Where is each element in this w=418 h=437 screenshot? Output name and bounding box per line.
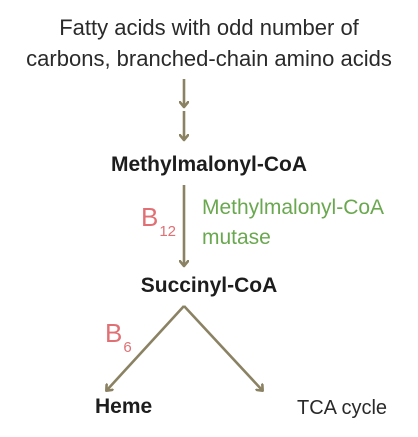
enzyme-label: Methylmalonyl-CoA mutase — [202, 193, 384, 253]
vitamin-b12-cofactor: B12 — [141, 202, 176, 240]
heme-node: Heme — [95, 395, 153, 418]
b12-letter: B — [141, 202, 159, 232]
b12-number: 12 — [159, 223, 177, 240]
tca-arrow — [183, 305, 262, 390]
tca-cycle-node: TCA cycle — [297, 397, 388, 419]
enzyme-line-1: Methylmalonyl-CoA — [202, 196, 385, 219]
b6-number: 6 — [123, 339, 132, 356]
b6-letter: B — [105, 318, 123, 348]
methylmalonyl-coa-node: Methylmalonyl-CoA — [110, 153, 308, 176]
source-line-2: carbons, branched-chain amino acids — [26, 46, 392, 71]
enzyme-line-2: mutase — [202, 226, 271, 249]
heme-arrow — [107, 305, 185, 390]
vitamin-b6-cofactor: B6 — [105, 318, 132, 356]
source-line-1: Fatty acids with odd number of — [59, 15, 359, 40]
source-substrates: Fatty acids with odd number of carbons, … — [26, 12, 392, 74]
succinyl-coa-node: Succinyl-CoA — [140, 274, 278, 297]
